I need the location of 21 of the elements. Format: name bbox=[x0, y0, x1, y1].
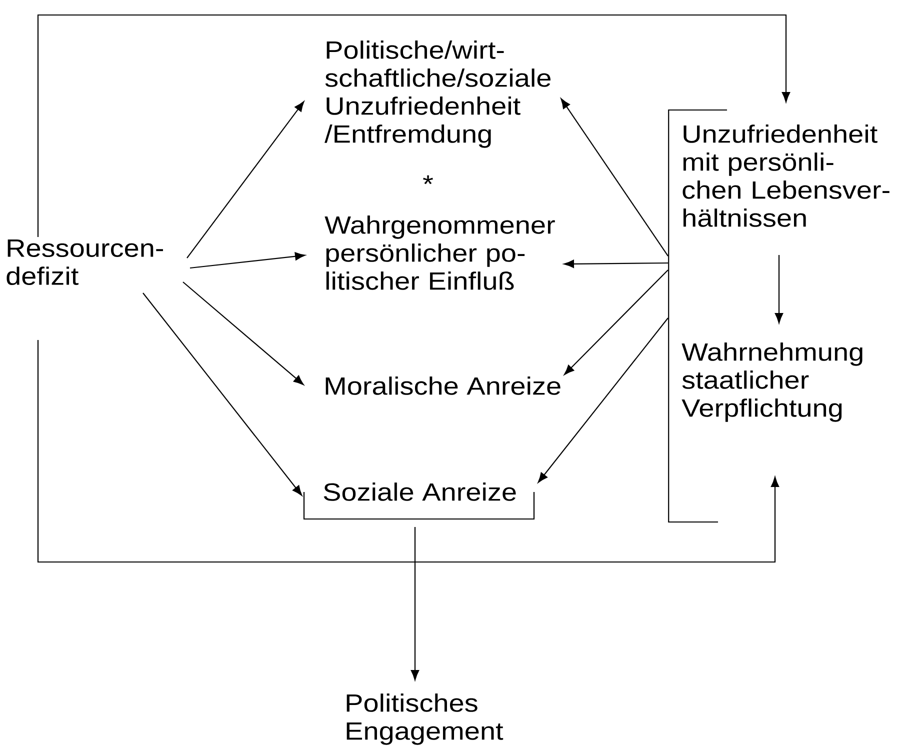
node-text: Ressourcen- defizit bbox=[6, 240, 163, 285]
arrow bbox=[564, 270, 668, 375]
node-text: Politische/wirt- schaftliche/soziale Unzufriedenheit /Entfremdung bbox=[324, 40, 550, 148]
node-text: Wahrnehmung staatlicher Verpflichtung bbox=[682, 342, 862, 422]
arrow bbox=[560, 98, 668, 256]
arrow bbox=[190, 252, 306, 269]
arrow bbox=[37, 340, 780, 563]
arrow bbox=[186, 101, 304, 258]
arrow bbox=[564, 260, 668, 268]
node-text: Politisches Engagement bbox=[346, 694, 504, 745]
arrow bbox=[410, 527, 420, 680]
arrow bbox=[538, 318, 668, 483]
asterisk: * bbox=[423, 175, 434, 184]
node-text: Moralische Anreize bbox=[326, 376, 560, 395]
arrow bbox=[142, 292, 302, 496]
arrow bbox=[182, 282, 304, 386]
node-text: Soziale Anreize bbox=[324, 482, 516, 501]
node-text: Wahrgenommener persönlicher po- litischer Einfluß bbox=[324, 216, 555, 290]
arrow bbox=[37, 14, 790, 237]
node-text: Unzufriedenheit mit persönli- chen Lebensver- hältnissen bbox=[682, 124, 890, 227]
arrow bbox=[774, 255, 784, 324]
